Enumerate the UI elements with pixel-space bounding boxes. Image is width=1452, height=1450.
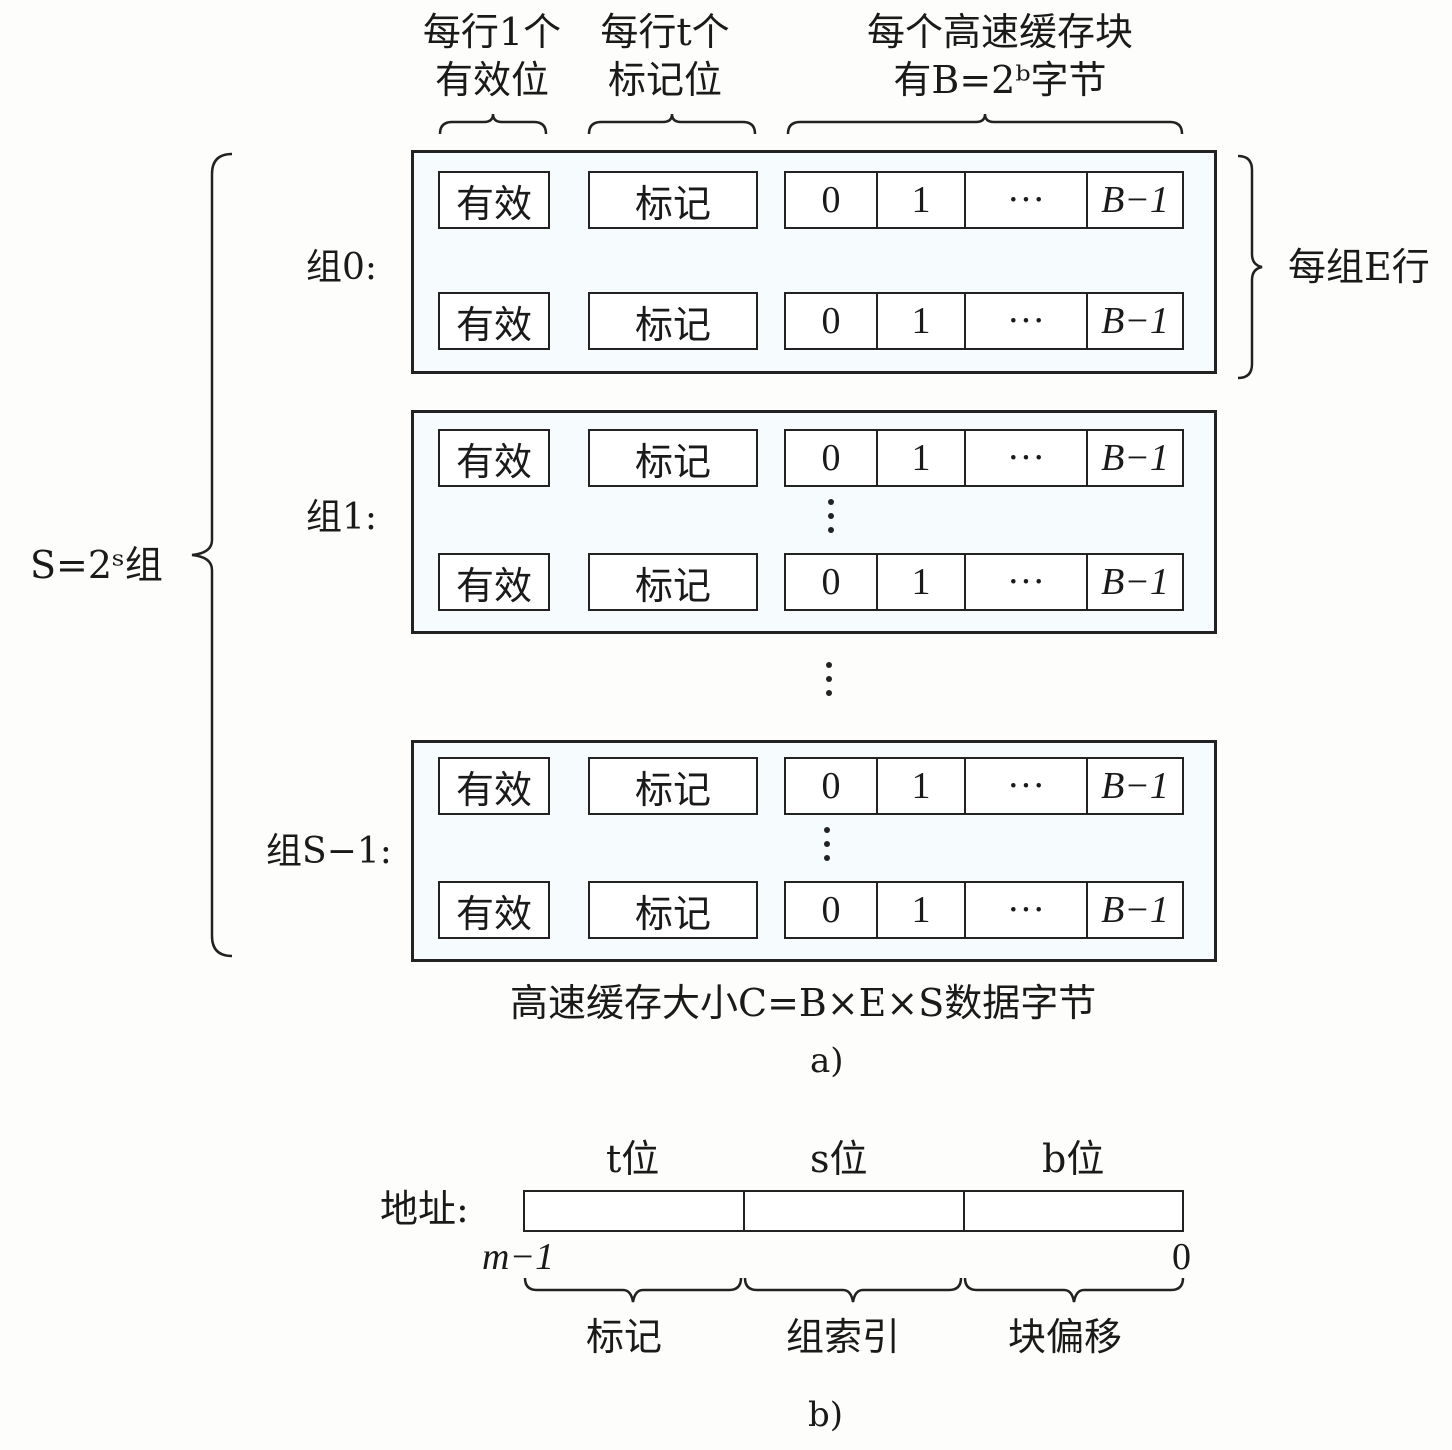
byte-0: 0 xyxy=(786,173,878,227)
byte-0: 0 xyxy=(786,294,878,348)
cache-line: 有效 标记 0 1 ··· B−1 xyxy=(438,171,1184,229)
valid-bit-cell: 有效 xyxy=(438,757,550,815)
index-field-brace-icon xyxy=(743,1277,963,1303)
valid-brace-icon xyxy=(438,113,548,135)
header-line: 标记位 xyxy=(607,58,722,102)
set-last-label: 组S−1: xyxy=(266,831,392,872)
byte-last: B−1 xyxy=(1101,765,1169,807)
tag-brace-icon xyxy=(587,113,757,135)
byte-ellipsis: ··· xyxy=(966,294,1088,348)
block-offset-field-name: 块偏移 xyxy=(1008,1315,1123,1359)
sets-count-label: S=2ˢ组 xyxy=(30,543,163,587)
byte-1: 1 xyxy=(878,173,966,227)
cache-line: 有效 标记 0 1 ··· B−1 xyxy=(438,881,1184,939)
header-line: 每行t个 xyxy=(600,10,730,54)
byte-0: 0 xyxy=(786,555,878,609)
valid-bit-cell: 有效 xyxy=(438,881,550,939)
more-lines-ellipsis-icon xyxy=(822,827,832,861)
data-block: 0 1 ··· B−1 xyxy=(784,881,1184,939)
valid-bit-cell: 有效 xyxy=(438,292,550,350)
offset-field-brace-icon xyxy=(963,1277,1185,1303)
data-block: 0 1 ··· B−1 xyxy=(784,171,1184,229)
lines-per-set-brace-icon xyxy=(1237,154,1263,380)
valid-bit-cell: 有效 xyxy=(438,429,550,487)
byte-1: 1 xyxy=(878,759,966,813)
byte-1: 1 xyxy=(878,883,966,937)
byte-last: B−1 xyxy=(1101,437,1169,479)
set-index-field-name: 组索引 xyxy=(786,1315,901,1359)
byte-last: B−1 xyxy=(1101,300,1169,342)
valid-bit-header: 每行1个 有效位 xyxy=(412,8,572,104)
address-label: 地址: xyxy=(380,1187,469,1231)
byte-1: 1 xyxy=(878,555,966,609)
cache-size-caption: 高速缓存大小C=B×E×S数据字节 xyxy=(510,981,1097,1025)
field-width-s: s位 xyxy=(810,1137,868,1181)
header-line: 有效位 xyxy=(434,58,549,102)
byte-ellipsis: ··· xyxy=(966,431,1088,485)
cache-line: 有效 标记 0 1 ··· B−1 xyxy=(438,553,1184,611)
lines-per-set-label: 每组E行 xyxy=(1288,245,1430,289)
byte-ellipsis: ··· xyxy=(966,759,1088,813)
cache-set-0: 有效 标记 0 1 ··· B−1 有效 标记 0 1 ··· B−1 xyxy=(411,150,1217,374)
sets-count-brace-icon xyxy=(191,152,233,958)
header-line: 有B=2ᵇ字节 xyxy=(893,58,1107,102)
byte-ellipsis: ··· xyxy=(966,555,1088,609)
byte-last: B−1 xyxy=(1101,179,1169,221)
header-line: 每个高速缓存块 xyxy=(866,10,1133,54)
tag-cell: 标记 xyxy=(588,881,758,939)
lsb-label: 0 xyxy=(1172,1236,1191,1278)
byte-0: 0 xyxy=(786,431,878,485)
cache-line: 有效 标记 0 1 ··· B−1 xyxy=(438,429,1184,487)
more-lines-ellipsis-icon xyxy=(826,499,836,533)
block-bytes-header: 每个高速缓存块 有B=2ᵇ字节 xyxy=(800,8,1200,104)
address-bits-bar xyxy=(523,1190,1184,1232)
more-sets-ellipsis-icon xyxy=(824,662,834,696)
byte-last: B−1 xyxy=(1101,561,1169,603)
set-1-label: 组1: xyxy=(306,497,378,538)
cache-line: 有效 标记 0 1 ··· B−1 xyxy=(438,292,1184,350)
tag-field-name: 标记 xyxy=(586,1315,663,1359)
field-divider xyxy=(743,1192,745,1230)
tag-cell: 标记 xyxy=(588,171,758,229)
cache-line: 有效 标记 0 1 ··· B−1 xyxy=(438,757,1184,815)
byte-ellipsis: ··· xyxy=(966,173,1088,227)
figure-a-label: a) xyxy=(810,1041,844,1081)
tag-field-brace-icon xyxy=(523,1277,743,1303)
data-block: 0 1 ··· B−1 xyxy=(784,757,1184,815)
field-width-b: b位 xyxy=(1042,1137,1105,1181)
byte-0: 0 xyxy=(786,759,878,813)
data-block: 0 1 ··· B−1 xyxy=(784,553,1184,611)
cache-set-last: 有效 标记 0 1 ··· B−1 有效 标记 0 1 ··· B−1 xyxy=(411,740,1217,962)
tag-cell: 标记 xyxy=(588,757,758,815)
tag-cell: 标记 xyxy=(588,429,758,487)
field-divider xyxy=(963,1192,965,1230)
byte-0: 0 xyxy=(786,883,878,937)
figure-b-label: b) xyxy=(808,1395,844,1435)
byte-ellipsis: ··· xyxy=(966,883,1088,937)
tag-bits-header: 每行t个 标记位 xyxy=(585,8,745,104)
set-0-label: 组0: xyxy=(306,247,378,288)
byte-1: 1 xyxy=(878,294,966,348)
msb-label: m−1 xyxy=(482,1236,555,1278)
data-block: 0 1 ··· B−1 xyxy=(784,429,1184,487)
block-brace-icon xyxy=(786,113,1184,135)
cache-set-1: 有效 标记 0 1 ··· B−1 有效 标记 0 1 ··· B−1 xyxy=(411,410,1217,634)
valid-bit-cell: 有效 xyxy=(438,171,550,229)
tag-cell: 标记 xyxy=(588,292,758,350)
tag-cell: 标记 xyxy=(588,553,758,611)
field-width-t: t位 xyxy=(606,1137,660,1181)
byte-last: B−1 xyxy=(1101,889,1169,931)
byte-1: 1 xyxy=(878,431,966,485)
header-line: 每行1个 xyxy=(422,10,562,54)
data-block: 0 1 ··· B−1 xyxy=(784,292,1184,350)
valid-bit-cell: 有效 xyxy=(438,553,550,611)
